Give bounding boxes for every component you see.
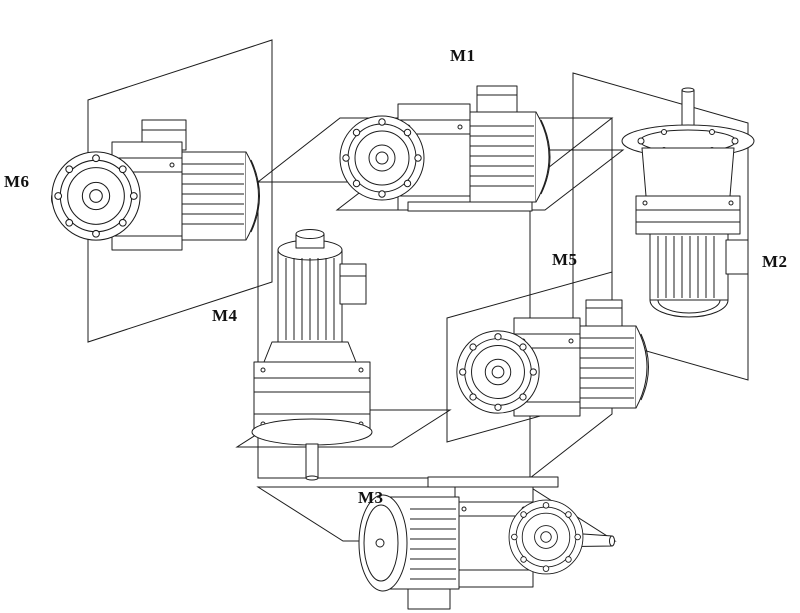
label-m1: M1 [450,46,476,65]
gearmotor-m4-icon [251,229,373,481]
label-m4: M4 [212,306,238,325]
label-m6: M6 [4,172,30,191]
label-m3: M3 [358,488,384,507]
label-m5: M5 [552,250,578,269]
plane-m6-icon [87,39,273,343]
label-m2: M2 [762,252,788,271]
gearmotor-m6-icon [51,119,260,251]
gearmotor-m3-icon [358,476,615,610]
gearmotor-m5-icon [456,299,649,417]
gearmotor-m2-icon [621,87,755,318]
gearmotor-m1-icon [339,85,551,212]
